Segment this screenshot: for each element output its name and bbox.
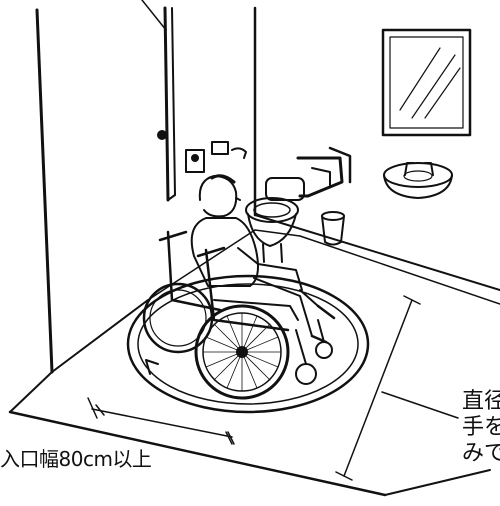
diameter-label-line-1: 直径 <box>462 389 500 414</box>
entrance-width-label: 入口幅80cm以上 <box>0 447 152 471</box>
diameter-label: 直径 手を みで <box>462 389 500 467</box>
waste-bin <box>321 211 345 246</box>
mirror <box>381 28 472 137</box>
door-frame <box>141 0 176 202</box>
turning-circle <box>126 274 370 414</box>
room-walls <box>8 6 500 497</box>
wheelchair <box>142 230 333 400</box>
toilet <box>245 177 305 263</box>
diameter-dimension <box>335 295 459 481</box>
call-button-panel <box>185 141 247 173</box>
diameter-label-line-3: みで <box>462 441 500 466</box>
sink <box>383 162 453 199</box>
diameter-label-line-2: 手を <box>462 415 500 440</box>
person <box>190 174 336 344</box>
grab-bars <box>296 146 352 198</box>
entrance-width-dimension <box>87 397 235 445</box>
